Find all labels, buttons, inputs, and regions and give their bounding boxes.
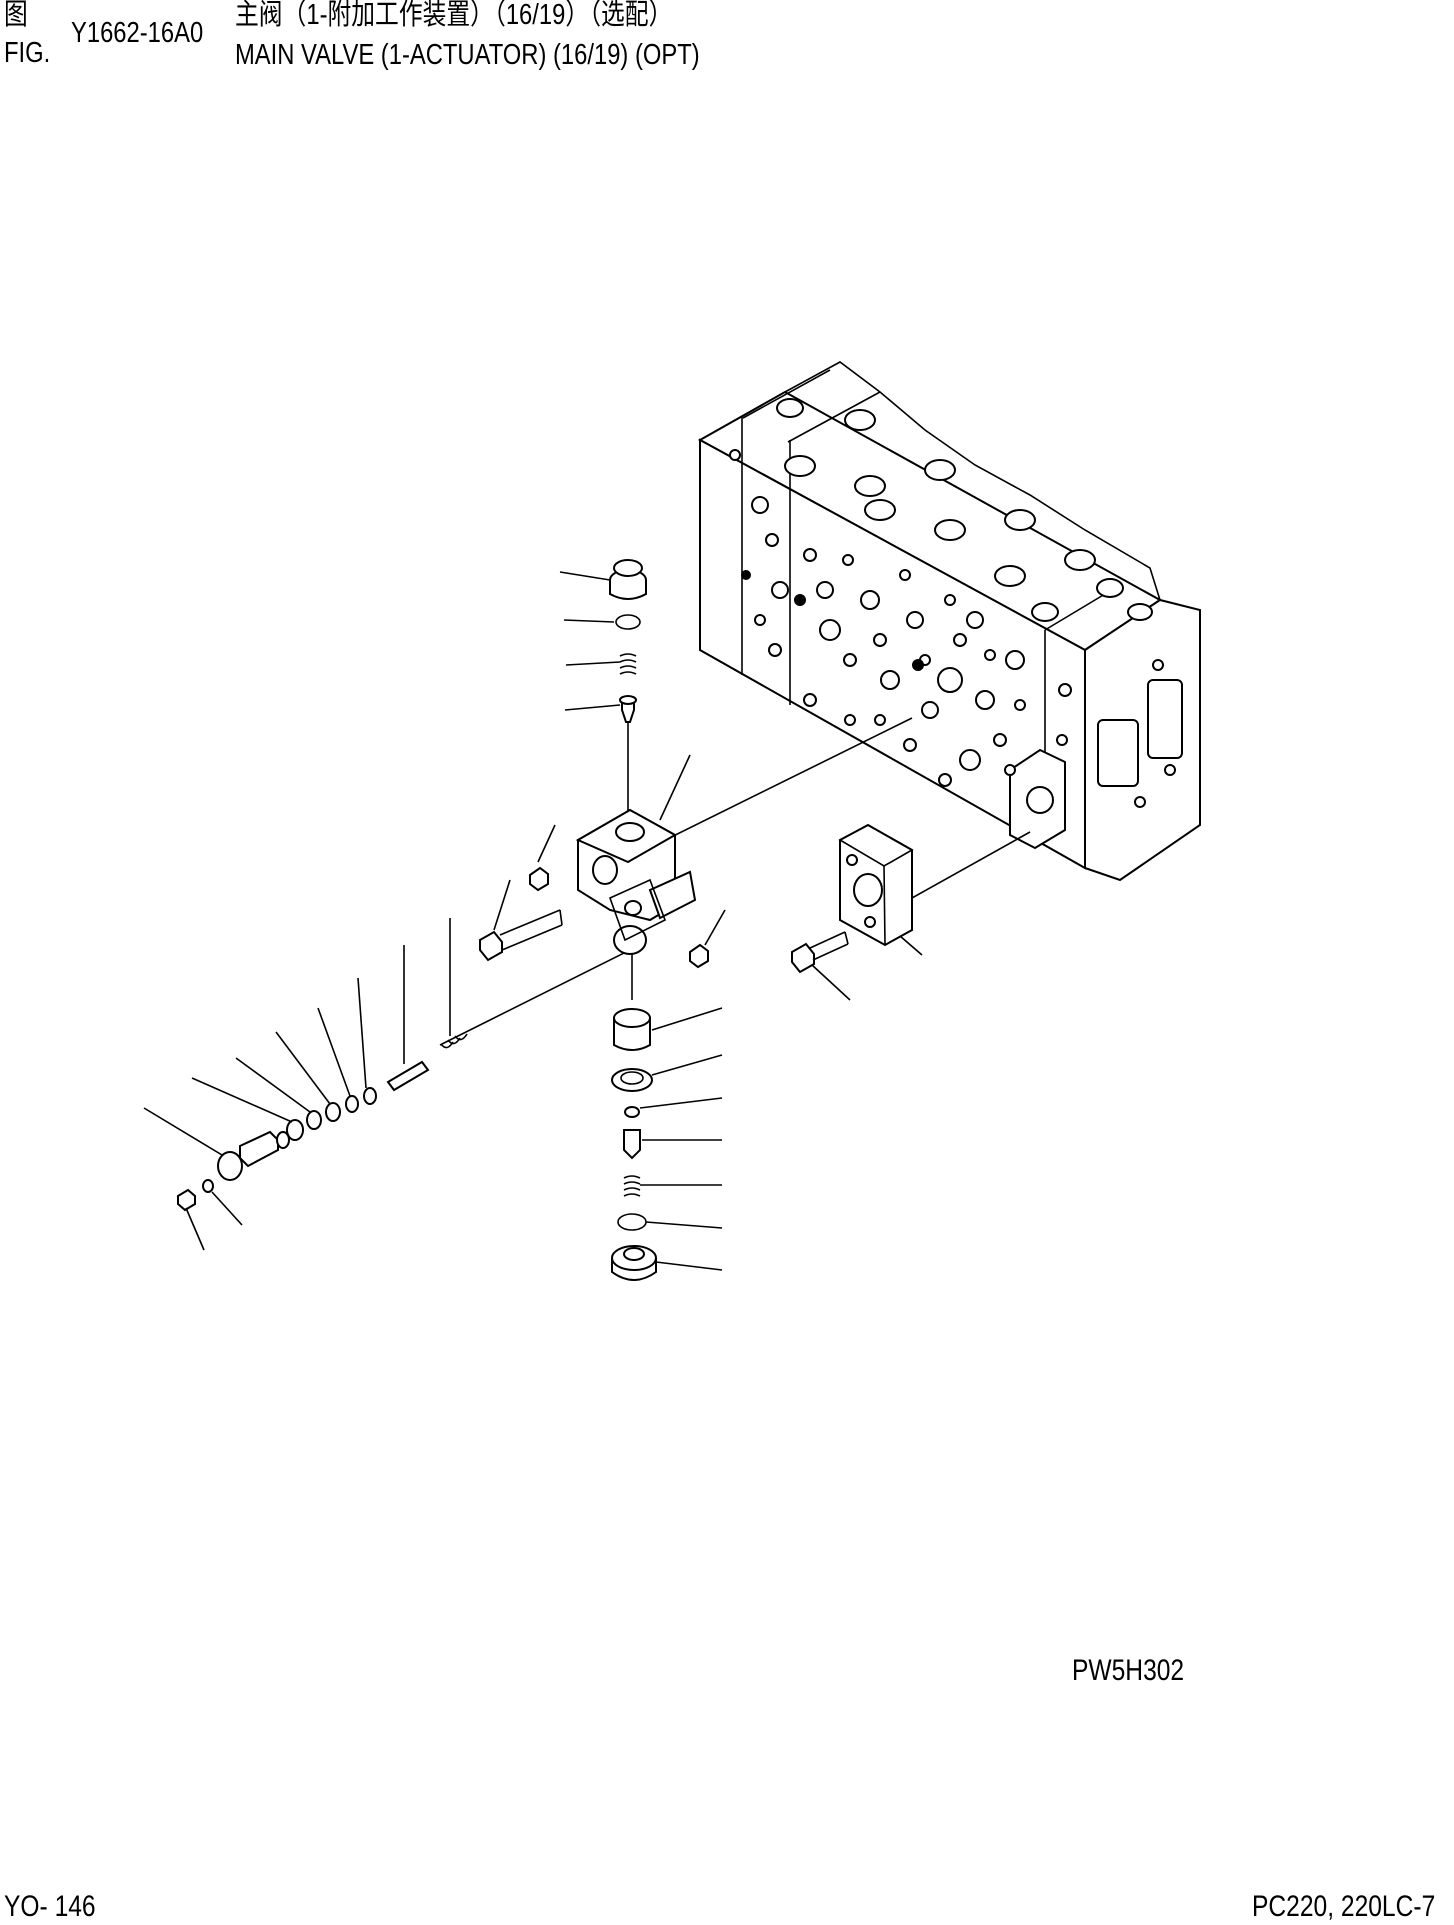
valve-body <box>578 810 695 954</box>
side-face-holes <box>730 450 1071 786</box>
callout-leader-lines <box>144 572 850 1270</box>
title-english: MAIN VALVE (1-ACTUATOR) (16/19) (OPT) <box>235 39 700 71</box>
drawing-code: PW5H302 <box>1072 1654 1185 1687</box>
machine-model: PC220, 220LC-7 <box>1252 1890 1436 1923</box>
right-valve-cover <box>840 825 922 955</box>
right-cover-bolt <box>792 932 848 972</box>
lower-part-stack <box>612 1009 656 1280</box>
assembly-axis-lines <box>440 718 1030 1045</box>
small-plug-right <box>690 910 725 967</box>
diagonal-part-stack <box>178 1034 467 1210</box>
long-bolt <box>480 880 562 960</box>
main-valve-block <box>700 362 1200 880</box>
top-port-bores <box>777 399 1152 621</box>
figure-number: Y1662-16A0 <box>71 17 204 49</box>
page-number: YO- 146 <box>4 1890 96 1923</box>
figure-en-label: FIG. <box>4 37 51 69</box>
top-part-stack <box>610 560 646 722</box>
figure-cn-label: 图 <box>4 0 28 31</box>
title-chinese: 主阀（1-附加工作装置）（16/19）（选配） <box>235 0 673 31</box>
small-plug-left <box>530 825 555 890</box>
